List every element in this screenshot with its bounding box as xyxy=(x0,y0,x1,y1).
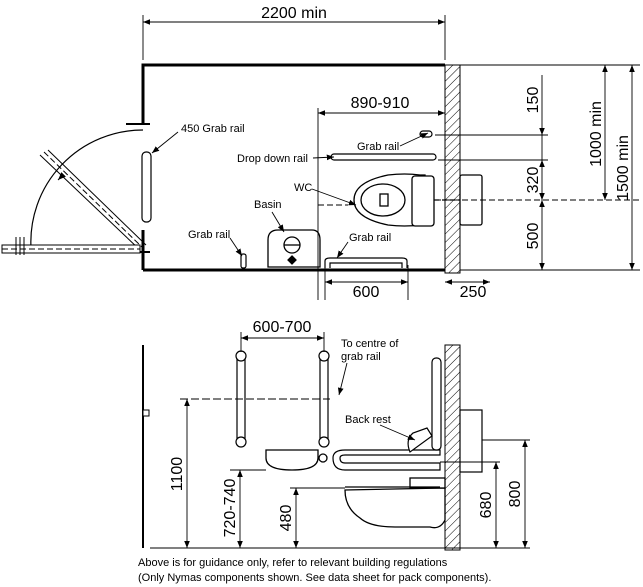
cistern xyxy=(459,409,483,473)
dim-150-label: 150 xyxy=(525,87,542,114)
dim-1100-label: 1100 xyxy=(169,457,186,492)
label-grab-rail-bottom: Grab rail xyxy=(349,232,391,244)
label-grab-rail-450: 450 Grab rail xyxy=(181,123,245,135)
dim-600-label: 600 xyxy=(353,284,380,301)
plan-text: 2200 min 890-910 600 250 150 320 500 100… xyxy=(181,5,632,301)
elevation-dimensions xyxy=(150,332,530,549)
drop-down-rail xyxy=(330,153,437,161)
plan-view xyxy=(1,15,640,300)
basin-elevation xyxy=(265,449,328,471)
grab-rail-450 xyxy=(141,151,152,223)
dim-1000-label: 1000 min xyxy=(588,101,605,167)
label-back-rest: Back rest xyxy=(345,414,391,426)
dim-250-label: 250 xyxy=(460,284,487,301)
dim-1500-label: 1500 min xyxy=(615,135,632,201)
label-basin: Basin xyxy=(254,199,282,211)
label-drop-down-rail: Drop down rail xyxy=(237,153,308,165)
dim-480-label: 480 xyxy=(278,505,295,532)
room-walls xyxy=(141,63,445,272)
label-to-centre-1: To centre of xyxy=(341,338,399,350)
door-swing xyxy=(1,129,147,255)
note-line-1: Above is for guidance only, refer to rel… xyxy=(138,557,448,569)
plan-dimensions xyxy=(142,15,640,300)
dim-rail-spacing-label: 600-700 xyxy=(253,319,312,336)
dim-500-label: 500 xyxy=(525,223,542,250)
hatched-wall-elevation xyxy=(444,344,461,551)
dim-wc-centre-label: 890-910 xyxy=(351,95,410,112)
wall-grab-rail-elevation xyxy=(431,357,442,451)
dim-720-740-label: 720-740 xyxy=(222,479,239,538)
dim-680-label: 680 xyxy=(478,492,495,519)
elevation-leaders xyxy=(337,362,416,441)
dim-320-label: 320 xyxy=(525,167,542,194)
grab-rail-left-plan xyxy=(240,253,247,269)
label-wc: WC xyxy=(294,182,312,194)
grab-rail-bottom-plan xyxy=(324,257,408,268)
dim-width-label: 2200 min xyxy=(261,5,327,22)
label-grab-rail-top: Grab rail xyxy=(357,141,399,153)
door-handle xyxy=(142,409,150,417)
elevation-text: 600-700 To centre of grab rail Back rest… xyxy=(169,319,524,537)
back-rest xyxy=(407,427,433,453)
basin-plan xyxy=(267,229,321,268)
horizontal-grab-rail-elevation xyxy=(332,449,441,471)
label-to-centre-2: grab rail xyxy=(341,351,381,363)
label-grab-rail-left: Grab rail xyxy=(188,229,230,241)
hatched-wall-plan xyxy=(444,64,461,274)
wc-elevation xyxy=(344,477,446,529)
plan-leaders xyxy=(151,131,429,259)
wc-plan xyxy=(353,173,483,227)
note-line-2: (Only Nymas components shown. See data s… xyxy=(138,572,491,584)
dim-800-label: 800 xyxy=(507,481,524,508)
elevation-view xyxy=(142,332,530,551)
footnotes: Above is for guidance only, refer to rel… xyxy=(138,557,491,584)
